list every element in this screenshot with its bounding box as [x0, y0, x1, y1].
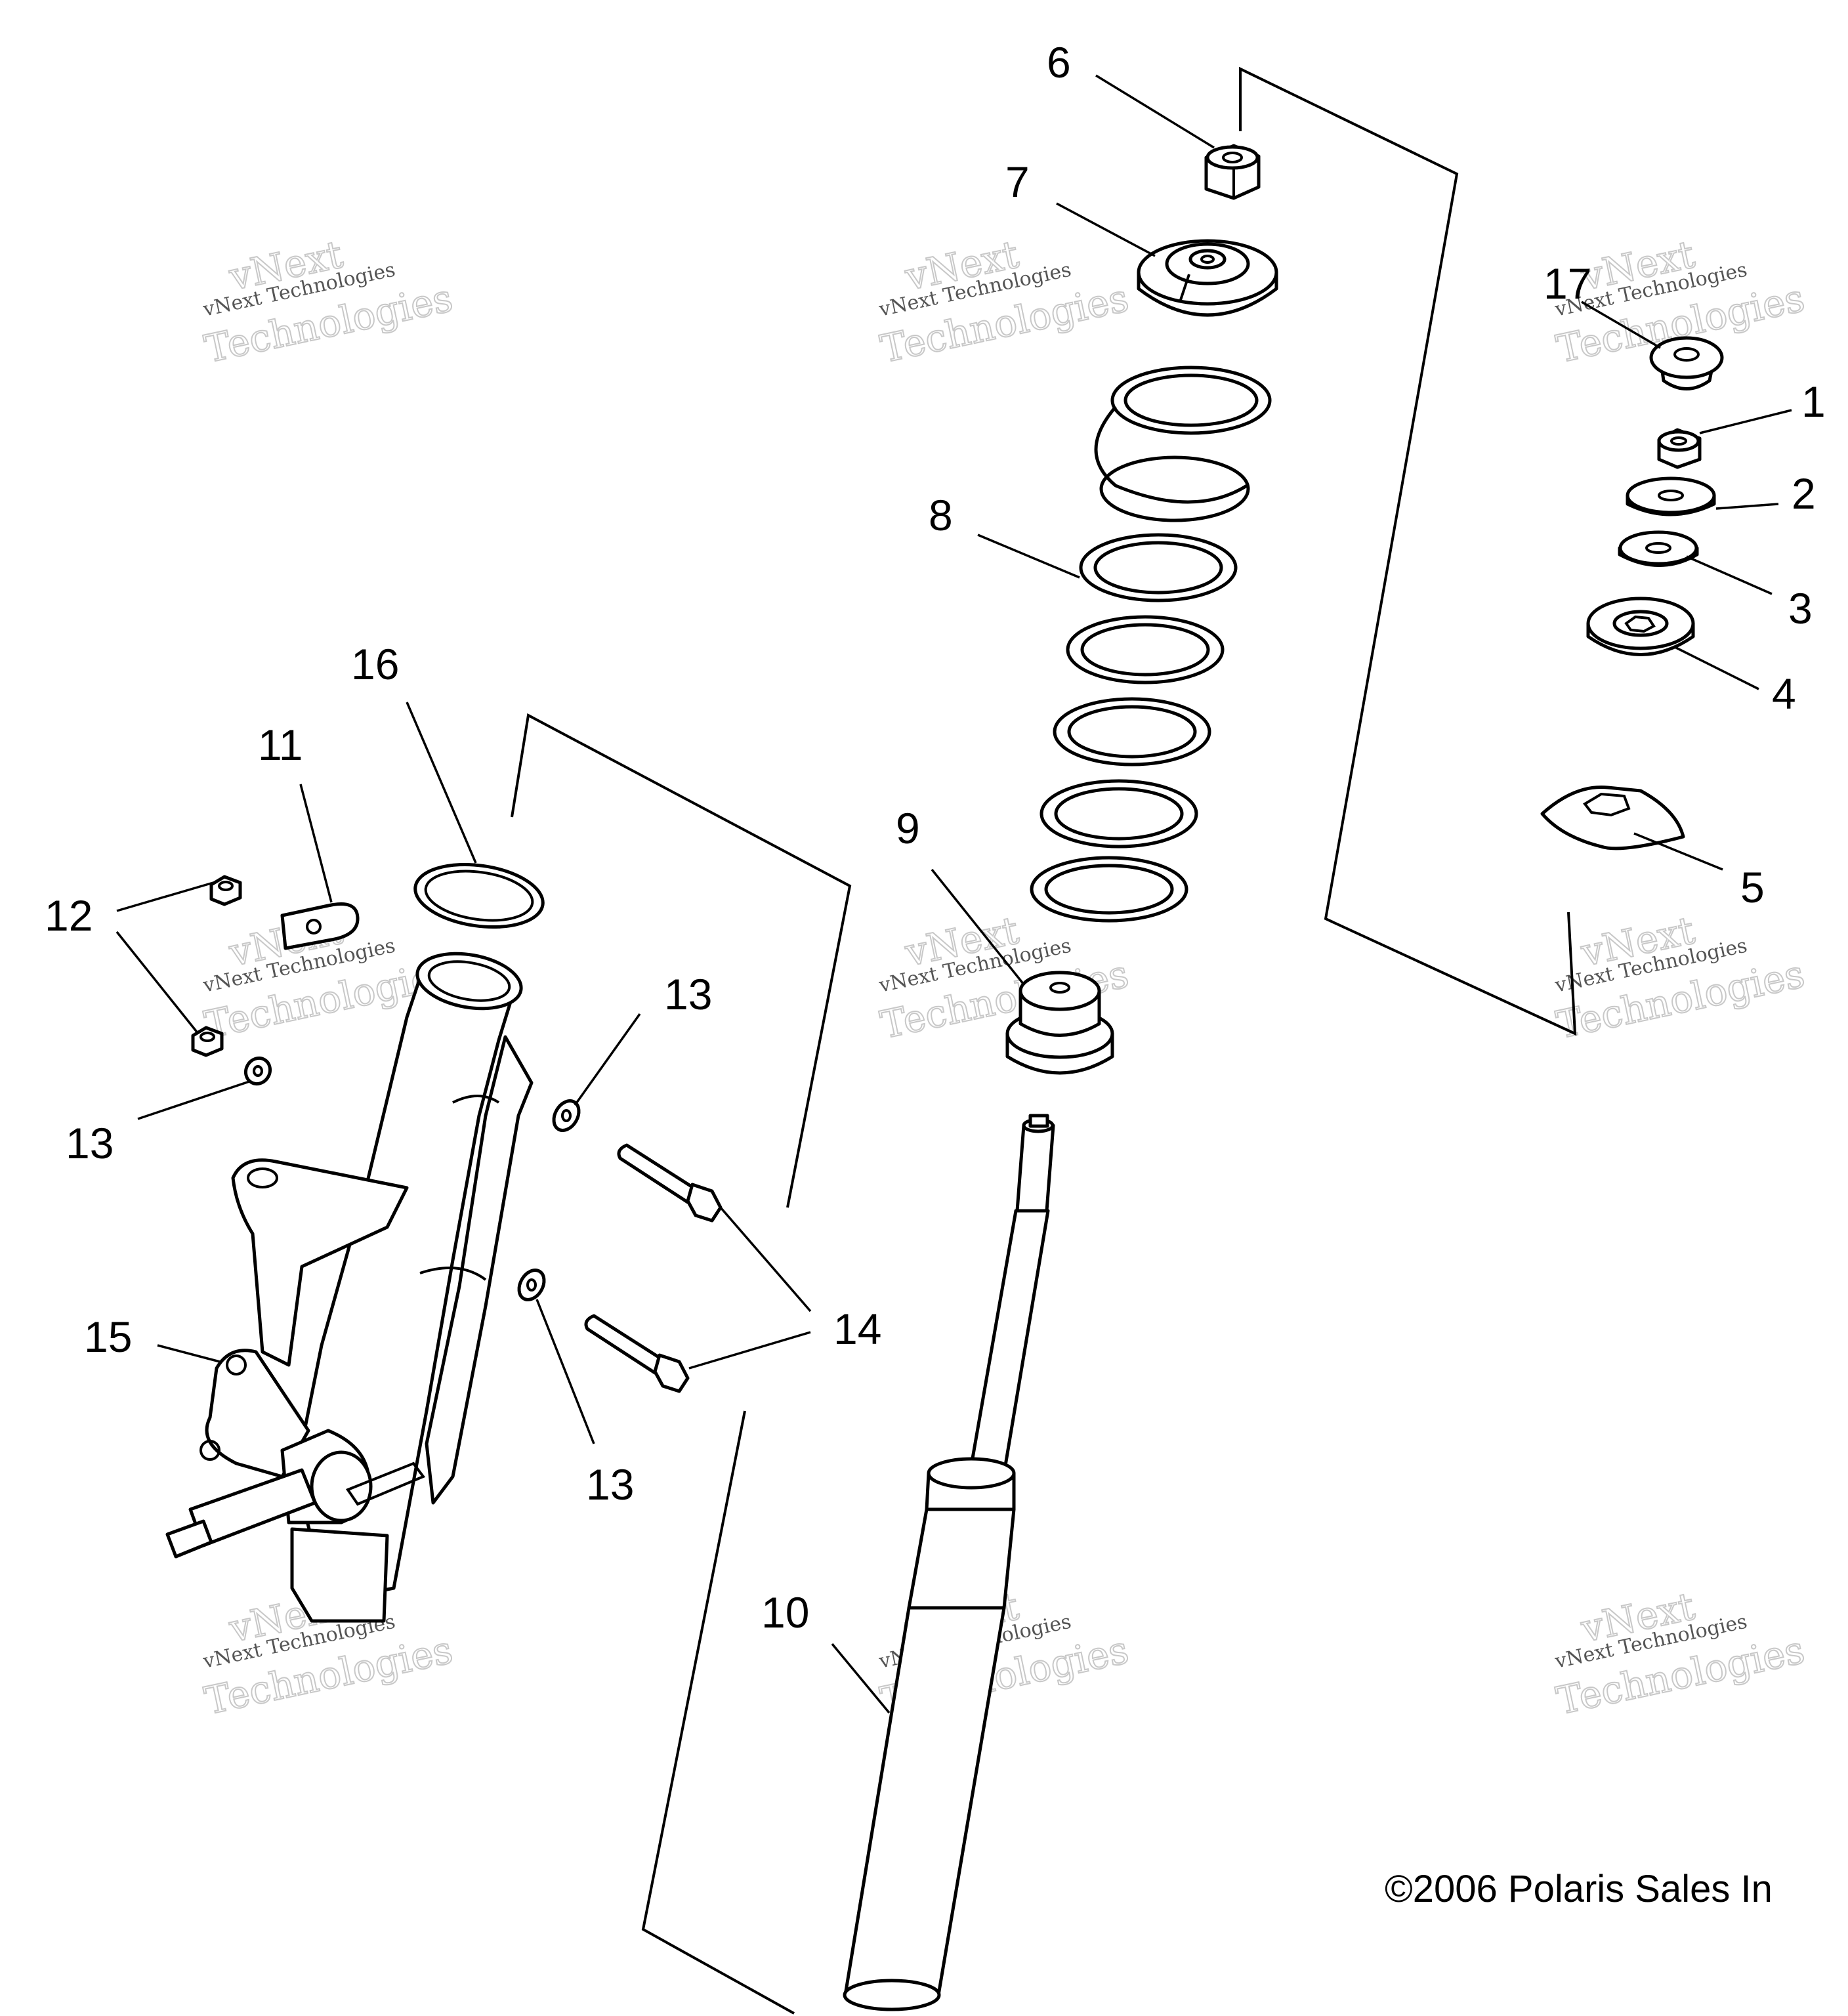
part-2-washer — [1626, 476, 1716, 516]
leader-2 — [1715, 503, 1779, 510]
callout-3: 3 — [1788, 584, 1813, 633]
callout-13-left: 13 — [66, 1119, 114, 1167]
leader-13-lower — [536, 1299, 595, 1444]
leader-12b — [116, 931, 200, 1035]
part-14-bolt-lower — [584, 1314, 690, 1393]
callout-5: 5 — [1740, 863, 1765, 912]
leader-9 — [931, 868, 1025, 986]
part-11-clip — [280, 902, 360, 950]
callout-4: 4 — [1772, 669, 1796, 718]
leader-1 — [1699, 409, 1792, 434]
part-17-cap — [1649, 336, 1724, 390]
leader-14b — [688, 1331, 811, 1370]
watermark-low-right: vNext vNext Technologies Technologies — [1552, 1583, 1809, 1724]
callout-7: 7 — [1005, 158, 1030, 206]
callout-12: 12 — [45, 891, 93, 940]
bracket-upper-right — [1239, 66, 1577, 1036]
copyright-notice: ©2006 Polaris Sales In — [1385, 1868, 1773, 1910]
leader-5 — [1633, 832, 1723, 871]
part-8-coil-spring — [1030, 366, 1272, 923]
callout-10: 10 — [761, 1588, 809, 1637]
part-9-bump-stop — [1005, 971, 1114, 1075]
part-12-nut-upper — [209, 875, 242, 906]
leader-12a — [116, 881, 214, 912]
leader-6 — [1095, 74, 1215, 149]
leader-3 — [1686, 555, 1773, 595]
leader-8 — [977, 534, 1080, 579]
part-5-mount-cone — [1540, 786, 1685, 850]
leader-7 — [1056, 202, 1156, 257]
leader-11 — [299, 784, 333, 903]
leader-10 — [831, 1643, 891, 1714]
part-4-mount-bushing — [1586, 597, 1695, 656]
leader-17 — [1581, 301, 1661, 349]
watermark-top-center: vNext vNext Technologies Technologies — [876, 231, 1133, 372]
part-3-washer — [1618, 530, 1699, 567]
callout-2: 2 — [1792, 469, 1816, 518]
watermark-mid-right: vNext vNext Technologies Technologies — [1552, 907, 1809, 1048]
callout-13-upper: 13 — [664, 970, 712, 1018]
leader-13-left — [137, 1080, 250, 1120]
part-12-nut-lower — [191, 1026, 224, 1057]
callout-numbers: 6 7 8 9 10 17 1 2 3 4 5 16 11 12 13 13 1… — [45, 38, 1826, 1637]
part-10-shock-strut — [843, 1114, 1055, 2011]
leader-13-upper — [574, 1013, 641, 1106]
watermark-top-left: vNext vNext Technologies Technologies — [200, 231, 457, 372]
callout-6: 6 — [1047, 38, 1071, 87]
part-7-upper-spring-seat — [1137, 239, 1278, 317]
part-13-washer-right-upper — [552, 1099, 581, 1132]
leader-16 — [406, 702, 477, 864]
part-15-steering-knuckle — [165, 952, 534, 1623]
part-13-washer-left — [243, 1056, 272, 1086]
leader-14a — [719, 1206, 812, 1312]
leader-lines — [116, 74, 1792, 1714]
callout-16: 16 — [351, 640, 399, 688]
bracket-bottom — [641, 1410, 795, 2015]
callout-14: 14 — [833, 1305, 881, 1353]
callout-9: 9 — [896, 804, 920, 852]
part-13-washer-right-lower — [517, 1269, 546, 1301]
callout-13-lower: 13 — [586, 1460, 634, 1509]
part-16-o-ring — [413, 862, 545, 929]
callout-1: 1 — [1801, 377, 1826, 426]
callout-15: 15 — [84, 1312, 132, 1361]
callout-8: 8 — [929, 491, 953, 539]
callout-11: 11 — [258, 721, 303, 769]
bracket-lower-center — [511, 713, 852, 1208]
part-1-lock-nut — [1657, 428, 1702, 469]
part-14-bolt-upper — [617, 1143, 723, 1223]
leader-4 — [1673, 645, 1759, 690]
leader-15 — [157, 1344, 220, 1363]
callout-17: 17 — [1544, 259, 1591, 308]
part-6-top-nut — [1204, 144, 1261, 200]
